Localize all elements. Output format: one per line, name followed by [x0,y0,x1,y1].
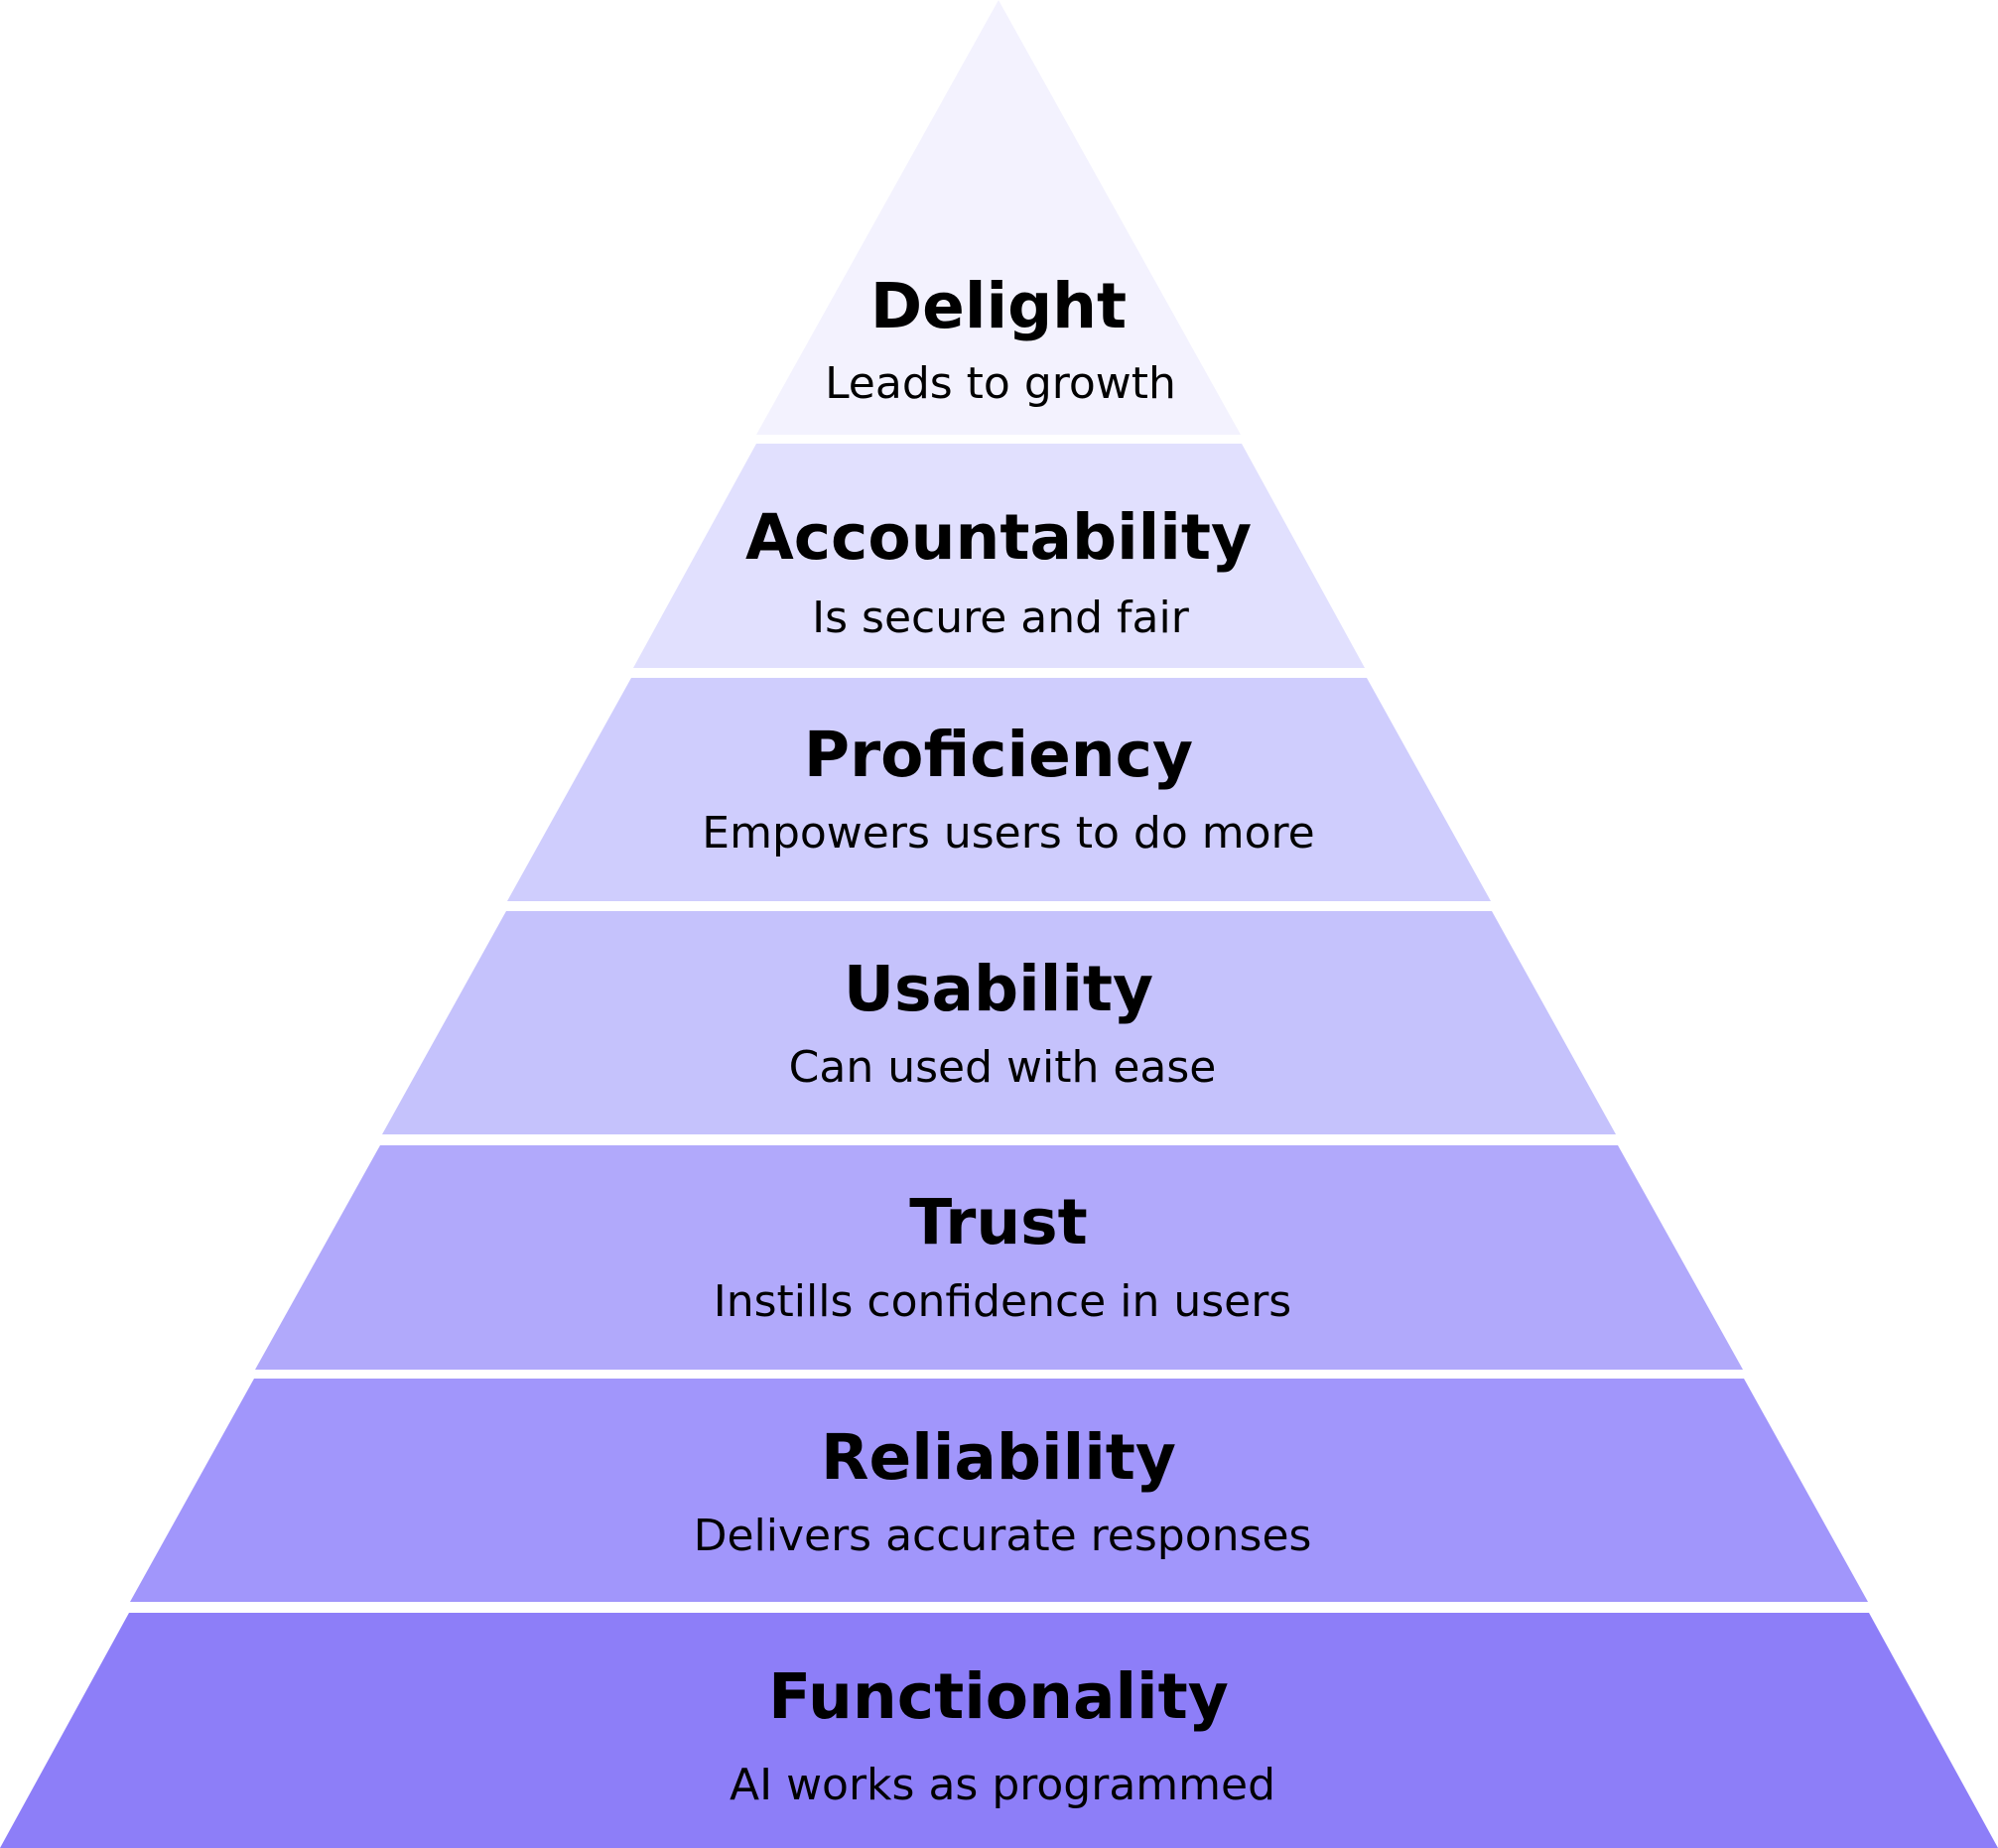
level-delight: Delight Leads to growth [756,0,1241,435]
level-usability-subtitle: Can used with ease [789,1042,1217,1093]
level-functionality-band [0,1613,1998,1848]
level-accountability-subtitle: Is secure and fair [812,593,1190,643]
level-usability: Usability Can used with ease [382,911,1616,1134]
level-proficiency-subtitle: Empowers users to do more [702,808,1314,858]
level-functionality-subtitle: AI works as programmed [730,1760,1275,1810]
level-accountability: Accountability Is secure and fair [633,444,1365,668]
level-functionality-title: Functionality [768,1660,1229,1733]
level-proficiency: Proficiency Empowers users to do more [507,678,1491,901]
level-delight-title: Delight [870,270,1127,342]
level-usability-band [382,911,1616,1134]
level-reliability-band [130,1379,1868,1602]
level-delight-band [756,0,1241,435]
level-usability-title: Usability [844,953,1153,1025]
level-reliability-title: Reliability [821,1421,1176,1494]
level-delight-subtitle: Leads to growth [825,358,1176,409]
level-trust-subtitle: Instills confidence in users [714,1276,1291,1327]
level-trust: Trust Instills confidence in users [255,1145,1743,1370]
level-reliability: Reliability Delivers accurate responses [130,1379,1868,1602]
level-accountability-title: Accountability [745,501,1252,574]
level-proficiency-title: Proficiency [804,719,1193,791]
level-trust-title: Trust [909,1186,1088,1258]
level-trust-band [255,1145,1743,1370]
level-functionality: Functionality AI works as programmed [0,1613,1998,1848]
level-reliability-subtitle: Delivers accurate responses [694,1511,1312,1561]
level-accountability-band [633,444,1365,668]
level-proficiency-band [507,678,1491,901]
